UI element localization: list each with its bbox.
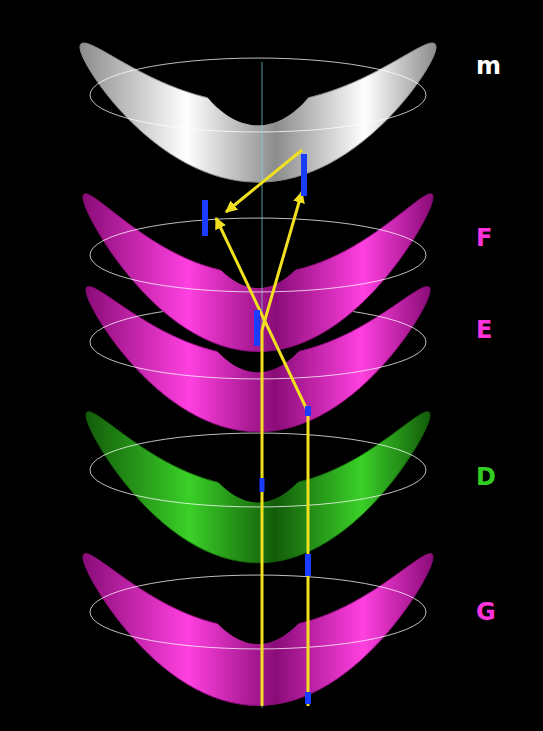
guide-ring bbox=[90, 218, 426, 292]
level-label: D bbox=[476, 465, 496, 489]
guide-ring bbox=[90, 433, 426, 507]
surface-sheet bbox=[83, 194, 433, 352]
vector-paths bbox=[205, 62, 308, 708]
guide-ring bbox=[90, 305, 426, 379]
saddle-surface bbox=[83, 554, 433, 706]
surface-sheet bbox=[83, 554, 433, 706]
saddle-surface bbox=[83, 194, 433, 352]
level-label: F bbox=[476, 226, 492, 250]
surface-hole bbox=[196, 77, 320, 125]
guide-ring bbox=[90, 58, 426, 132]
surface-hole bbox=[198, 592, 318, 644]
saddle-surface bbox=[86, 412, 430, 563]
level-label: m bbox=[476, 54, 501, 78]
level-label: E bbox=[476, 318, 492, 342]
surface-hole bbox=[198, 234, 318, 288]
surface-sheet bbox=[86, 412, 430, 563]
saddle-surface bbox=[80, 43, 436, 182]
guide-ring bbox=[90, 575, 426, 649]
level-label: G bbox=[476, 600, 496, 624]
surface-sheet bbox=[80, 43, 436, 182]
surface-hole bbox=[198, 450, 318, 503]
